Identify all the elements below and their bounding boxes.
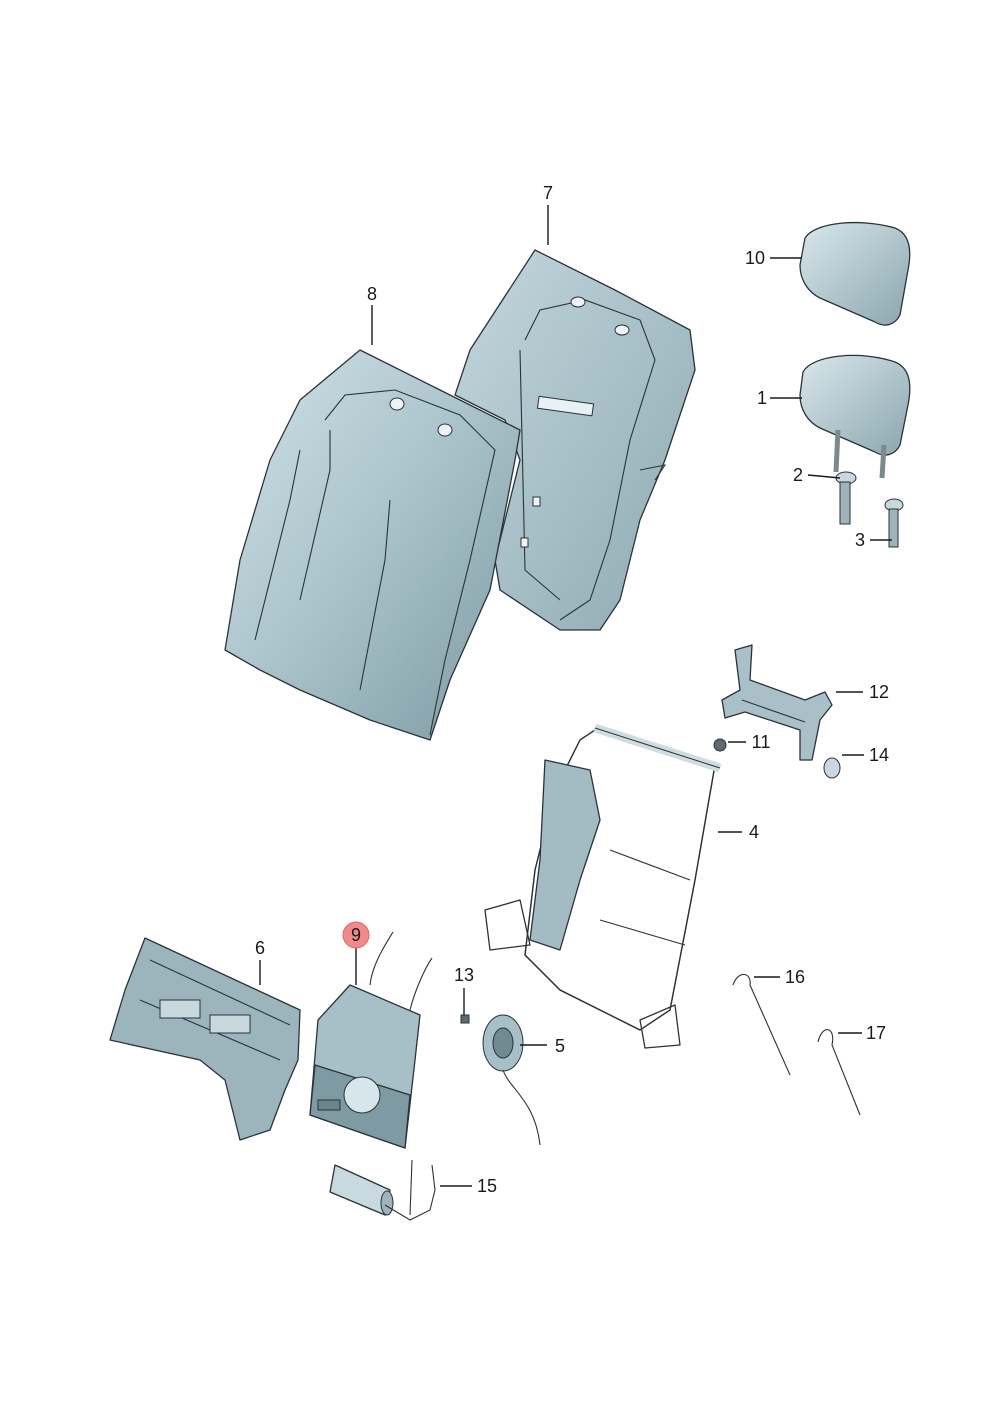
callout-2[interactable]: 2: [793, 465, 803, 485]
leader-lines: [259, 205, 892, 1187]
part-13-screw: [460, 1014, 470, 1024]
callout-1[interactable]: 1: [757, 388, 767, 408]
callout-16[interactable]: 16: [785, 967, 805, 987]
part-10-headrest: [799, 221, 911, 326]
callout-12[interactable]: 12: [869, 682, 889, 702]
part-17-rod: [817, 1029, 861, 1116]
callout-15[interactable]: 15: [477, 1176, 497, 1196]
part-8-rear-panel: [224, 349, 521, 741]
part-16-rod: [732, 973, 791, 1076]
callout-6[interactable]: 6: [255, 938, 265, 958]
callout-4[interactable]: 4: [749, 822, 759, 842]
callout-14[interactable]: 14: [869, 745, 889, 765]
part-7-backrest-cushion: [454, 249, 696, 631]
part-1-headrest-assembly: [799, 354, 911, 479]
callout-8[interactable]: 8: [367, 284, 377, 304]
part-6-lower-trim: [109, 937, 301, 1141]
part-4-backrest-frame: [484, 723, 722, 1049]
callout-9-highlight: [342, 921, 370, 949]
part-2-guide-sleeve: [835, 471, 857, 525]
callout-7[interactable]: 7: [543, 183, 553, 203]
part-14-clip: [823, 757, 841, 779]
callout-13[interactable]: 13: [454, 965, 474, 985]
callout-11[interactable]: 11: [752, 732, 771, 752]
callout-5[interactable]: 5: [555, 1036, 565, 1056]
callout-9[interactable]: 9: [351, 925, 361, 945]
part-3-guide-sleeve: [884, 498, 904, 548]
part-11-nut: [713, 738, 727, 752]
part-15-motor: [329, 1159, 436, 1221]
callout-3[interactable]: 3: [855, 530, 865, 550]
callouts: 7 8 10 1 2 3 12 11 14 4 6 9 13 16 17 5 1…: [255, 183, 889, 1196]
callout-17[interactable]: 17: [866, 1023, 886, 1043]
part-5-round-actuator: [482, 1014, 541, 1146]
part-12-bracket: [721, 644, 833, 761]
callout-10[interactable]: 10: [745, 248, 765, 268]
part-9-control-module: [309, 931, 433, 1149]
